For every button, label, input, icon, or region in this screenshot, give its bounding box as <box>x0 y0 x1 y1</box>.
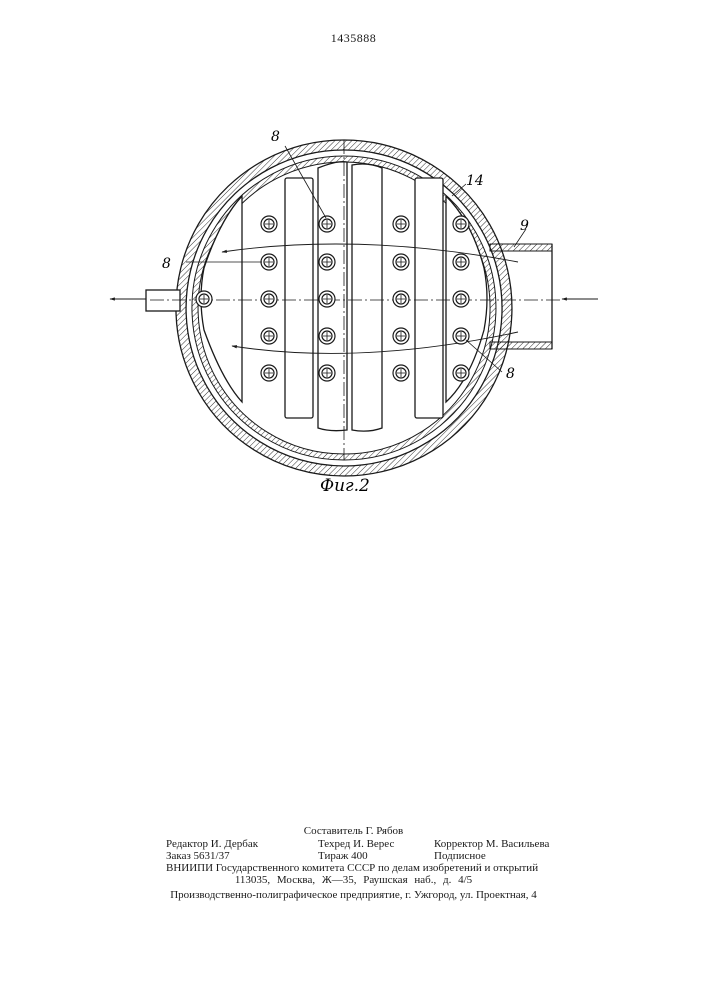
callout-8-left: 8 <box>162 256 171 272</box>
tube <box>261 254 277 270</box>
tech-editor-line: Техред И. Верес <box>318 838 394 850</box>
tube <box>261 365 277 381</box>
callout-9: 9 <box>520 218 529 234</box>
address-line: 113035, Москва, Ж—35, Раушская наб., д. … <box>0 874 707 886</box>
order-line: Заказ 5631/37 <box>166 850 230 862</box>
figure-caption: Фиг.2 <box>320 476 370 496</box>
tube <box>453 216 469 232</box>
callout-8-bottom: 8 <box>506 366 515 382</box>
tube <box>453 291 469 307</box>
compiler-line: Составитель Г. Рябов <box>0 825 707 837</box>
institute-line: ВНИИПИ Государственного комитета СССР по… <box>166 862 538 874</box>
corrector-line: Корректор М. Васильева <box>434 838 549 850</box>
tube <box>196 291 212 307</box>
editor-line: Редактор И. Дербак <box>166 838 258 850</box>
tube <box>393 365 409 381</box>
tube <box>261 328 277 344</box>
tube <box>261 291 277 307</box>
outlet-pipe <box>146 290 180 311</box>
subscription-line: Подписное <box>434 850 486 862</box>
printer-line: Производственно-полиграфическое предприя… <box>0 889 707 901</box>
tube <box>319 291 335 307</box>
tube <box>393 291 409 307</box>
callout-14: 14 <box>466 173 484 189</box>
tube <box>453 254 469 270</box>
circulation-line: Тираж 400 <box>318 850 368 862</box>
tube <box>319 254 335 270</box>
tube <box>393 254 409 270</box>
tube <box>393 216 409 232</box>
tube <box>261 216 277 232</box>
tube <box>319 216 335 232</box>
tube <box>319 328 335 344</box>
callout-8-top: 8 <box>271 129 280 145</box>
tube <box>319 365 335 381</box>
tube <box>453 365 469 381</box>
tube <box>453 328 469 344</box>
tube <box>393 328 409 344</box>
